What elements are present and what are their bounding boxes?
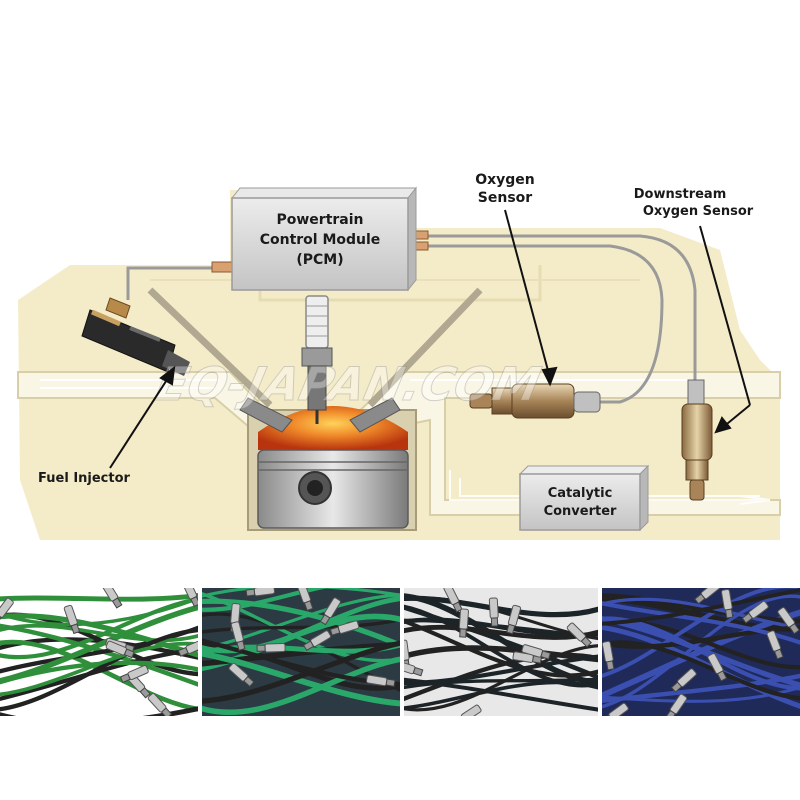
sensor-body xyxy=(521,644,551,660)
sensor-body xyxy=(665,693,688,716)
sensor-body xyxy=(319,597,341,626)
catalytic-converter-label-line1: Catalytic xyxy=(548,486,613,501)
pcm-module xyxy=(230,186,418,292)
downstream-oxygen-sensor xyxy=(681,379,713,501)
downstream-sensor-label-line1: Downstream xyxy=(634,187,727,202)
sensor-body xyxy=(228,662,255,688)
sensor-wiring xyxy=(126,234,697,404)
sensor-wire xyxy=(602,601,800,645)
sensor-body xyxy=(245,588,276,597)
sensor-wire xyxy=(202,588,400,598)
sensor-body xyxy=(566,622,592,648)
sensor-wire xyxy=(602,625,800,649)
sensor-wire xyxy=(404,654,598,686)
sensor-body xyxy=(707,653,728,682)
pcm-label-line2: Control Module xyxy=(260,232,381,248)
sensor-wire xyxy=(0,628,198,712)
photo-green-wire-sensors xyxy=(0,588,198,716)
sensor-body xyxy=(453,704,482,716)
sensor-body xyxy=(181,588,198,608)
oxygen-sensor xyxy=(469,383,601,419)
sensor-wire xyxy=(404,677,598,690)
sensor-wire xyxy=(602,588,800,626)
spark-plug xyxy=(301,295,333,424)
photo-black-wire-sensors xyxy=(404,588,598,716)
sensor-wire xyxy=(202,656,400,716)
sensor-wire xyxy=(0,596,198,627)
sensor-wire xyxy=(202,598,400,648)
sensor-body xyxy=(63,604,81,635)
sensor-wire xyxy=(0,623,198,643)
sensor-body xyxy=(105,640,135,659)
sensor-wire xyxy=(404,595,598,618)
photo-mixed-green-blue-sensors xyxy=(202,588,400,716)
sensor-body xyxy=(766,630,784,660)
sensor-body xyxy=(670,668,697,693)
sensor-wire xyxy=(0,706,198,716)
sensor-body xyxy=(506,604,522,635)
pcm-label-line3: (PCM) xyxy=(296,252,343,268)
sensor-body xyxy=(741,600,769,624)
sensor-wire xyxy=(202,596,400,654)
sensor-body xyxy=(0,597,14,625)
sensor-wire xyxy=(404,604,598,688)
intake-valve xyxy=(147,287,293,433)
sensor-wire xyxy=(202,650,400,707)
sensor-body xyxy=(512,651,542,664)
exhaust-valve xyxy=(349,287,483,433)
pcm-label-line1: Powertrain xyxy=(276,212,363,228)
sensor-body xyxy=(177,638,198,657)
sensor-body xyxy=(101,588,123,609)
sensor-wire xyxy=(0,641,198,697)
fuel-injector-label: Fuel Injector xyxy=(38,471,131,486)
piston xyxy=(257,449,409,529)
sensor-body xyxy=(443,588,463,613)
sensor-wire xyxy=(202,617,400,634)
sensor-body xyxy=(256,643,286,653)
sensor-body xyxy=(777,607,800,635)
sensor-wire xyxy=(0,604,198,684)
sensor-body xyxy=(602,702,629,716)
sensor-body xyxy=(721,588,734,619)
oxygen-sensor-label-line2: Sensor xyxy=(478,190,532,206)
sensor-body xyxy=(296,588,314,612)
sensor-body xyxy=(488,597,499,627)
oxygen-sensor-label-line1: Oxygen xyxy=(475,172,535,188)
fuel-injector xyxy=(81,297,190,376)
catalytic-converter xyxy=(518,464,650,532)
sensor-body xyxy=(147,692,173,716)
catalytic-converter-label-line2: Converter xyxy=(544,504,617,519)
exhaust-flow xyxy=(40,379,771,505)
sensor-body xyxy=(230,621,246,651)
sensor-wire xyxy=(404,644,598,712)
sensor-body xyxy=(119,665,149,684)
sensor-body xyxy=(694,588,721,605)
downstream-sensor-label-line2: Oxygen Sensor xyxy=(643,204,754,219)
sensor-body xyxy=(602,640,615,671)
label-pointers xyxy=(109,209,751,469)
sensor-wire xyxy=(0,592,198,602)
sensor-body xyxy=(404,660,424,677)
sensor-body xyxy=(329,620,360,636)
sensor-body xyxy=(366,674,396,687)
sensor-wire xyxy=(202,640,400,704)
photo-blue-wire-sensors xyxy=(602,588,800,716)
sensor-wire xyxy=(602,597,800,631)
sensor-body xyxy=(302,630,332,652)
watermark: EQ-JAPAN.COM xyxy=(151,357,545,410)
sensor-body xyxy=(458,608,469,638)
sensor-wire xyxy=(0,623,198,687)
sensor-wire xyxy=(602,640,800,701)
